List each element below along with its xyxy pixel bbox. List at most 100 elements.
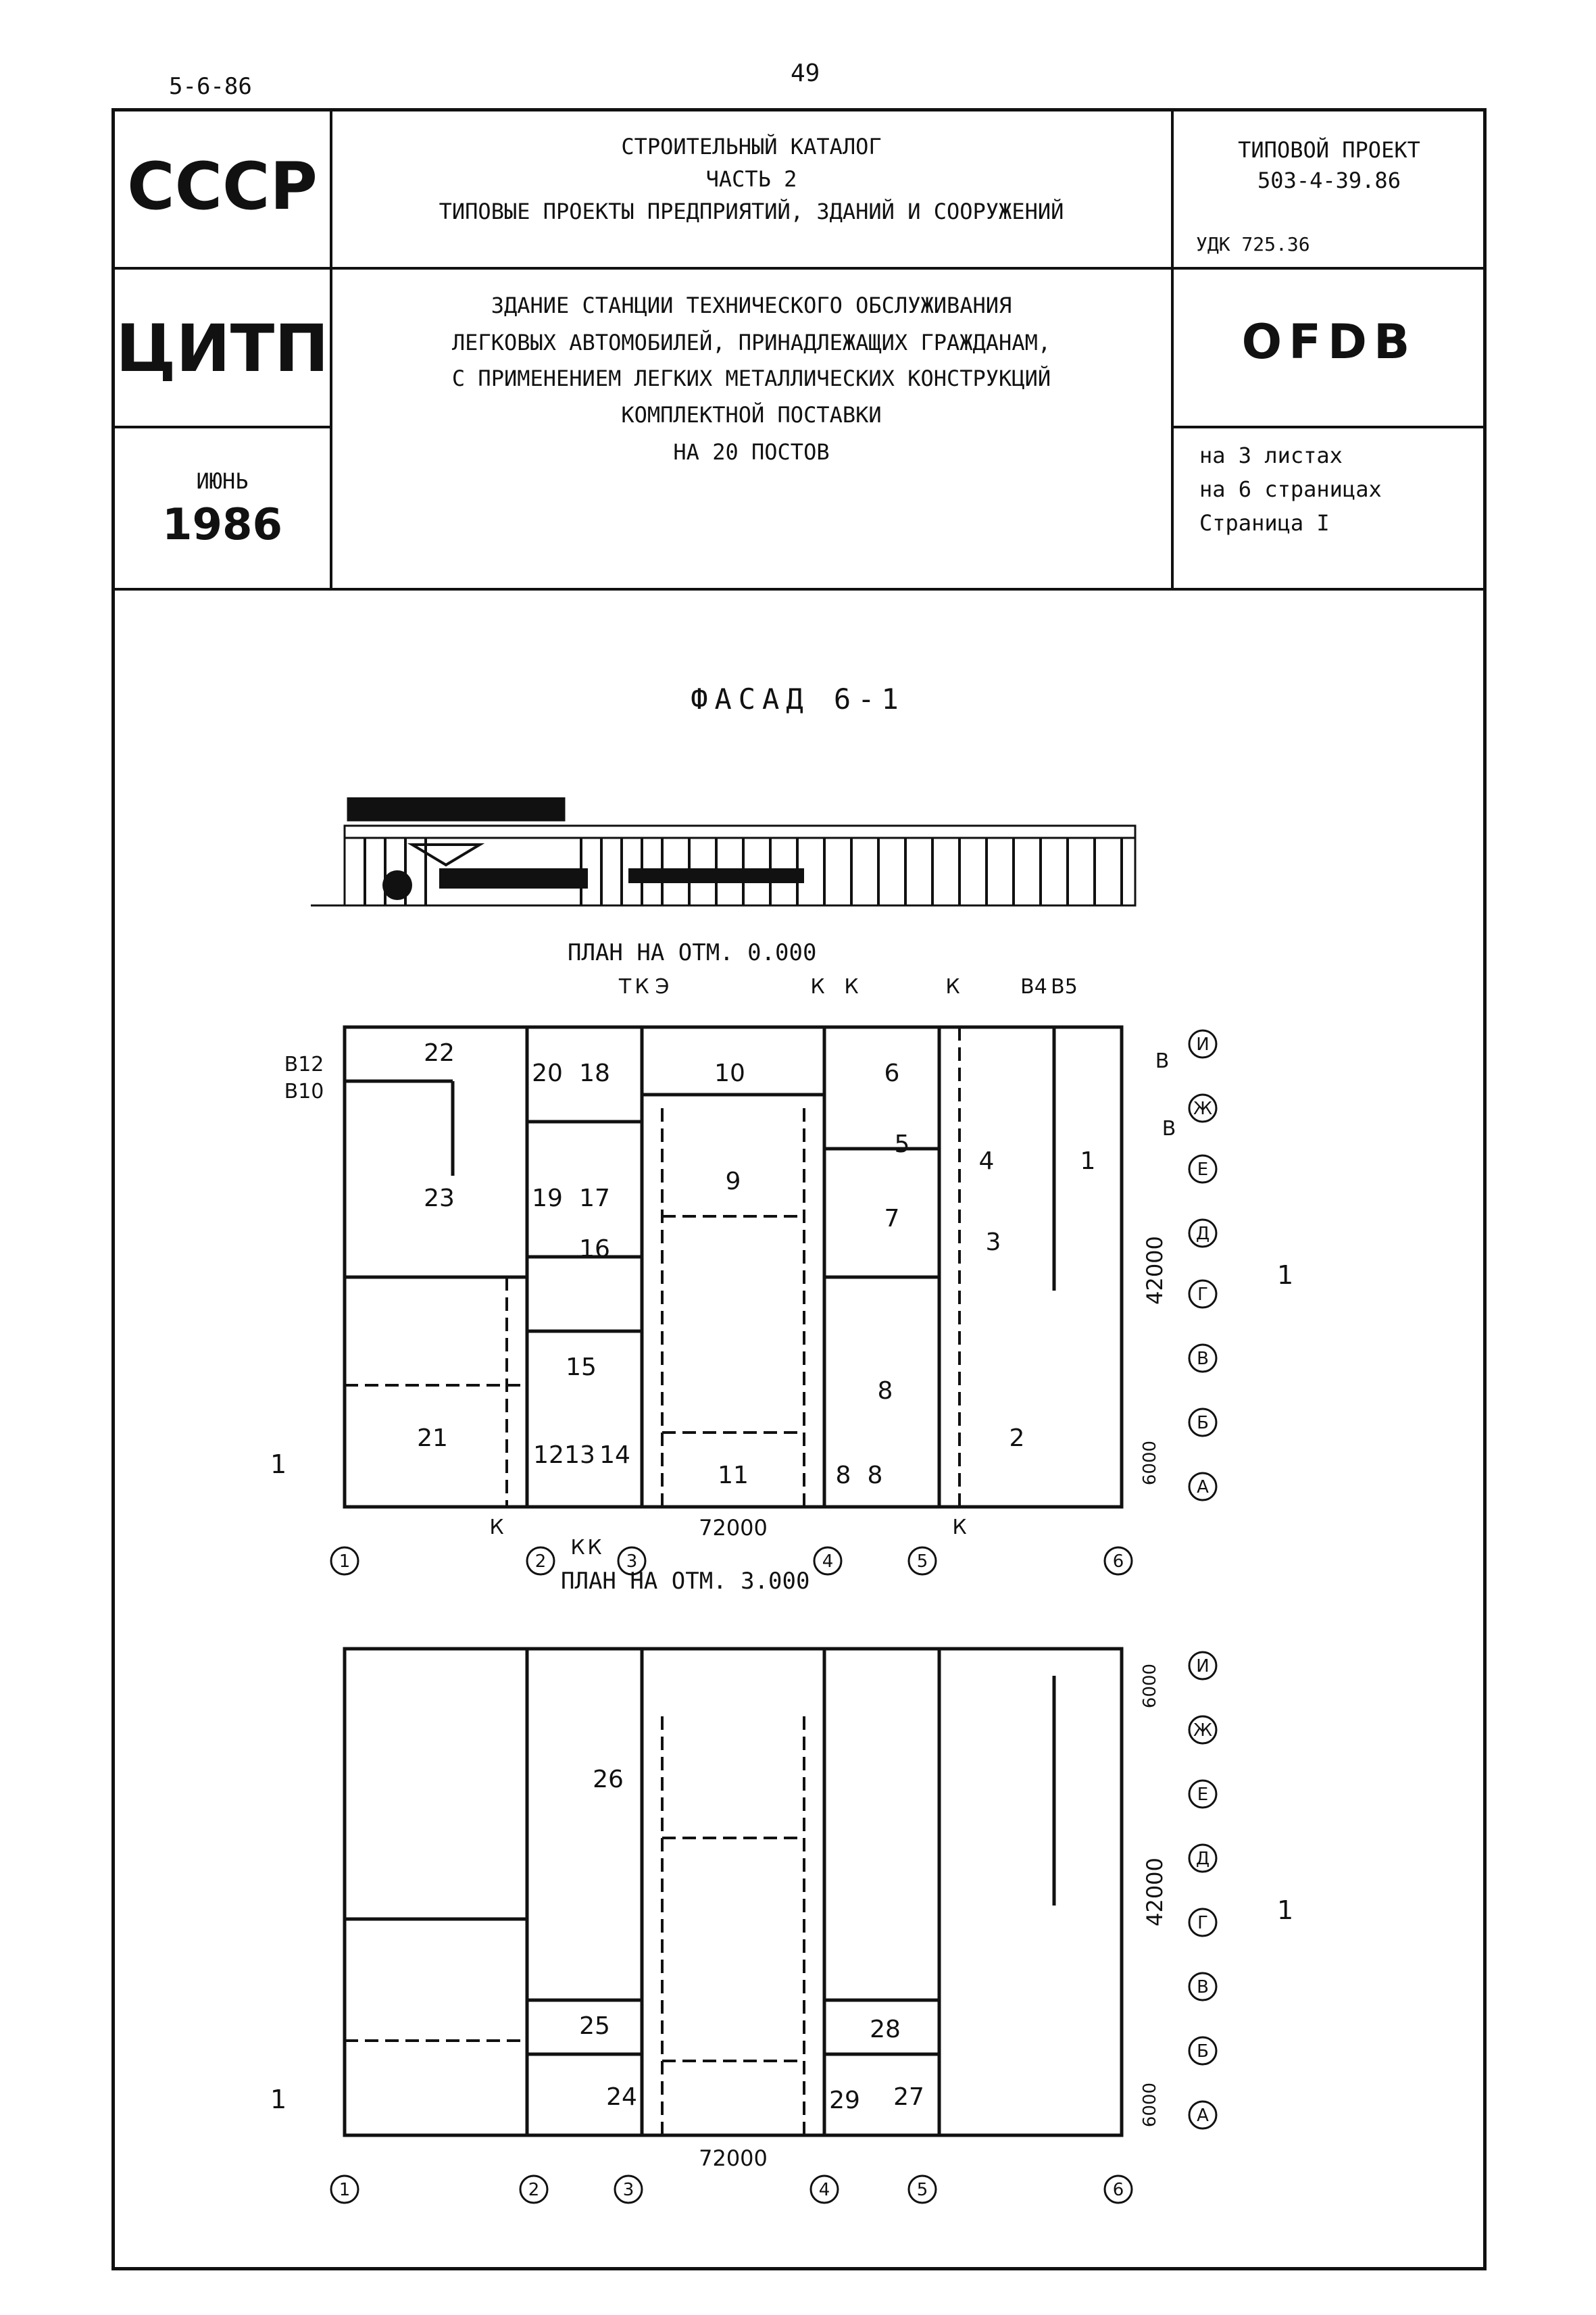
catalog-line-3: ТИПОВЫЕ ПРОЕКТЫ ПРЕДПРИЯТИЙ, ЗДАНИЙ И СО… bbox=[439, 199, 1064, 224]
catalog-code: OFDB bbox=[1241, 314, 1417, 370]
issue-year: 1986 bbox=[161, 500, 283, 550]
entry-label: К bbox=[945, 975, 959, 999]
dimension-bay: 6000 bbox=[1140, 2083, 1160, 2127]
axis-label: Д bbox=[1196, 1224, 1210, 1244]
dimension-bay: 6000 bbox=[1140, 1664, 1160, 1708]
room-label: 11 bbox=[718, 1462, 749, 1489]
axis-label: 4 bbox=[822, 1551, 834, 1572]
room-label: 24 bbox=[606, 2083, 637, 2111]
axis-label: 6 bbox=[1113, 2180, 1124, 2200]
axis-label: 5 bbox=[917, 1551, 928, 1572]
room-label: 21 bbox=[417, 1424, 448, 1452]
issue-month: ИЮНЬ bbox=[196, 468, 249, 494]
axis-label: 3 bbox=[623, 2180, 634, 2200]
page-index: Страница I bbox=[1199, 510, 1330, 536]
room-label: 25 bbox=[579, 2012, 610, 2040]
header-divider-1 bbox=[115, 267, 1483, 270]
room-label: 17 bbox=[579, 1185, 610, 1212]
axis-label: Ж bbox=[1193, 1720, 1212, 1741]
dimension-bay: 6000 bbox=[1140, 1441, 1160, 1485]
entry-label: Э bbox=[655, 975, 670, 999]
room-label: 1 bbox=[1080, 1147, 1096, 1175]
axis-label: 2 bbox=[528, 2180, 540, 2200]
entry-label: К bbox=[810, 975, 824, 999]
entry-label: Т bbox=[618, 975, 632, 999]
entry-label: В bbox=[1162, 1117, 1176, 1141]
axis-label: 6 bbox=[1113, 1551, 1124, 1572]
room-label: 10 bbox=[714, 1060, 745, 1087]
axis-label: В bbox=[1197, 1977, 1209, 1997]
page-count: на 6 страницах bbox=[1199, 476, 1382, 502]
section-mark: 1 bbox=[1277, 1895, 1293, 1925]
room-label: 16 bbox=[579, 1235, 610, 1263]
room-label: 29 bbox=[829, 2087, 860, 2114]
room-label: 28 bbox=[870, 2016, 901, 2043]
room-label: 8 bbox=[868, 1462, 883, 1489]
axis-label: В bbox=[1197, 1349, 1209, 1369]
document-code: 5-6-86 bbox=[169, 73, 252, 100]
axis-label: Ж bbox=[1193, 1099, 1212, 1119]
axis-label: 4 bbox=[819, 2180, 830, 2200]
catalog-line-2: ЧАСТЬ 2 bbox=[705, 166, 797, 192]
axis-label: Б bbox=[1197, 1413, 1209, 1433]
room-label: 18 bbox=[579, 1060, 610, 1087]
sheet-count: на 3 листах bbox=[1199, 443, 1343, 468]
header-divider-3 bbox=[115, 588, 1483, 591]
axis-label: И bbox=[1196, 1656, 1209, 1676]
axis-label: И bbox=[1196, 1035, 1209, 1055]
project-title-4: КОМПЛЕКТНОЙ ПОСТАВКИ bbox=[621, 402, 882, 428]
header-divider-2a bbox=[115, 426, 331, 428]
page-frame: СССР ЦИТП ИЮНЬ 1986 СТРОИТЕЛЬНЫЙ КАТАЛОГ… bbox=[111, 108, 1487, 2270]
room-label: 15 bbox=[566, 1353, 597, 1381]
entry-label: В12 bbox=[284, 1053, 324, 1076]
section-mark: 1 bbox=[1277, 1260, 1293, 1290]
entry-label: В4 bbox=[1020, 975, 1047, 999]
project-title-1: ЗДАНИЕ СТАНЦИИ ТЕХНИЧЕСКОГО ОБСЛУЖИВАНИЯ bbox=[491, 293, 1012, 318]
ground-floor-plan: 22 20 18 10 6 4 1 23 19 17 9 5 7 16 3 15… bbox=[270, 975, 1293, 1576]
room-label: 12 bbox=[533, 1441, 564, 1469]
udk-code: УДК 725.36 bbox=[1196, 233, 1310, 255]
room-label: 6 bbox=[884, 1060, 900, 1087]
catalog-line-1: СТРОИТЕЛЬНЫЙ КАТАЛОГ bbox=[621, 134, 882, 159]
axis-label: Д bbox=[1196, 1849, 1210, 1869]
axis-label: А bbox=[1197, 2106, 1209, 2126]
room-label: 13 bbox=[564, 1441, 595, 1469]
project-number: 503-4-39.86 bbox=[1257, 168, 1401, 193]
dimension-height: 42000 bbox=[1142, 1236, 1168, 1305]
org-citp: ЦИТП bbox=[116, 311, 329, 387]
axis-label: 1 bbox=[339, 2180, 351, 2200]
entry-label: К bbox=[587, 1536, 601, 1560]
entry-label: В5 bbox=[1051, 975, 1078, 999]
entry-label: В10 bbox=[284, 1080, 324, 1103]
project-label: ТИПОВОЙ ПРОЕКТ bbox=[1238, 137, 1420, 163]
project-title-5: НА 20 ПОСТОВ bbox=[673, 439, 830, 465]
header-col-divider-2 bbox=[1171, 111, 1174, 588]
axis-label: 1 bbox=[339, 1551, 351, 1572]
plan1-title: ПЛАН НА ОТМ. 0.000 bbox=[568, 939, 817, 966]
axis-label: 5 bbox=[917, 2180, 928, 2200]
plan1-room-labels: 22 20 18 10 6 4 1 23 19 17 9 5 7 16 3 15… bbox=[417, 1039, 1095, 1489]
entry-label: К bbox=[844, 975, 858, 999]
plan2-title: ПЛАН НА ОТМ. 3.000 bbox=[561, 1568, 810, 1595]
upper-floor-plan: 26 25 24 28 29 27 72000 42000 6000 6000 … bbox=[270, 1647, 1293, 2204]
entry-label: В bbox=[1155, 1049, 1170, 1073]
entry-label: К bbox=[952, 1516, 966, 1539]
room-label: 26 bbox=[593, 1766, 624, 1793]
dimension-height: 42000 bbox=[1142, 1858, 1168, 1926]
axis-label: Б bbox=[1197, 2041, 1209, 2062]
project-title-3: С ПРИМЕНЕНИЕМ ЛЕГКИХ МЕТАЛЛИЧЕСКИХ КОНСТ… bbox=[451, 366, 1051, 391]
plan2-room-labels: 26 25 24 28 29 27 bbox=[579, 1766, 924, 2114]
room-label: 27 bbox=[893, 2083, 924, 2111]
room-label: 3 bbox=[986, 1228, 1001, 1256]
axis-label: Е bbox=[1197, 1785, 1208, 1805]
room-label: 4 bbox=[979, 1147, 995, 1175]
entry-label: К bbox=[570, 1536, 584, 1560]
room-label: 14 bbox=[599, 1441, 630, 1469]
room-label: 5 bbox=[895, 1130, 910, 1158]
section-mark: 1 bbox=[270, 2085, 286, 2114]
axis-label: 2 bbox=[535, 1551, 547, 1572]
entry-label: К bbox=[489, 1516, 503, 1539]
axis-label: Е bbox=[1197, 1160, 1208, 1180]
room-label: 8 bbox=[836, 1462, 851, 1489]
room-label: 2 bbox=[1009, 1424, 1025, 1452]
